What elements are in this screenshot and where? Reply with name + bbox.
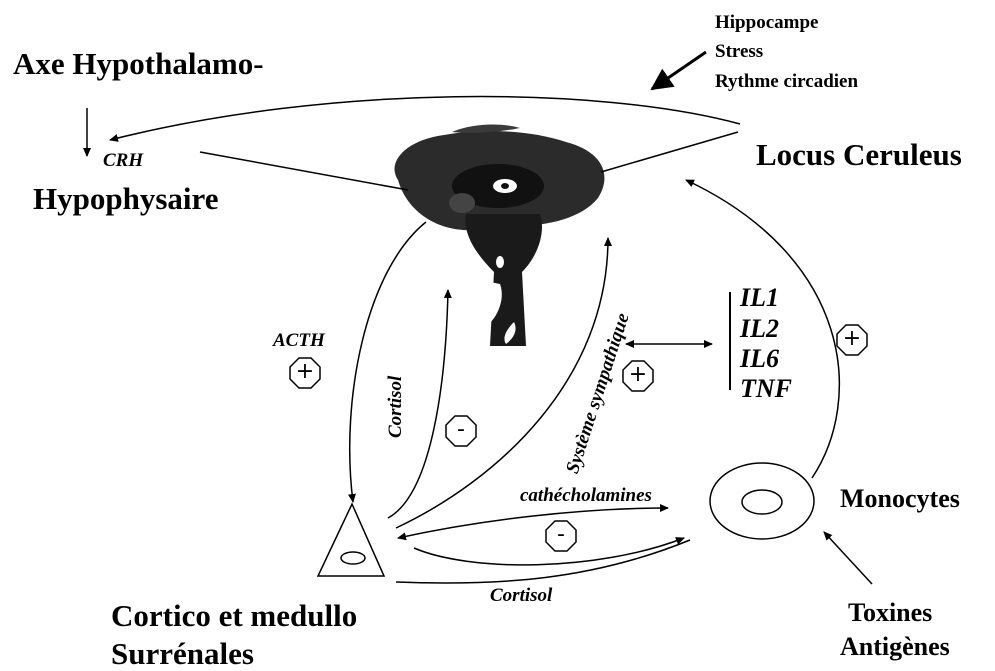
- modulator-rythme: Rythme circadien: [715, 72, 858, 91]
- cortisol-vertical-label: Cortisol: [386, 376, 405, 438]
- arrow-cortisol-bottom: [396, 540, 690, 583]
- modulator-hippocampe: Hippocampe: [715, 13, 818, 32]
- plus-sign-sympathique: +: [622, 360, 654, 392]
- acth-label: ACTH: [273, 331, 325, 350]
- surrenales-label-line1: Cortico et medullo: [111, 600, 357, 631]
- cytokine-il2: IL2: [740, 316, 779, 342]
- catecholamines-label: cathécholamines: [520, 486, 652, 505]
- cytokine-tnf: TNF: [740, 376, 792, 402]
- locus-ceruleus-label: Locus Ceruleus: [756, 139, 962, 170]
- plus-sign-acth: +: [289, 357, 321, 389]
- crh-label: CRH: [103, 151, 143, 170]
- line-brain-to-hypophysaire: [200, 152, 408, 190]
- modulator-stress: Stress: [715, 42, 763, 61]
- cortisol-bottom-label: Cortisol: [490, 586, 552, 605]
- big-arrow-modulators: [652, 52, 706, 89]
- cytokine-il6: IL6: [740, 346, 779, 372]
- plus-sign-monocytes: +: [836, 324, 868, 356]
- arrow-catecholamines: [398, 508, 668, 538]
- minus-sign-catecholamines: -: [545, 520, 577, 552]
- arc-locus-to-axe: [110, 97, 740, 140]
- minus-sign-cortisol: -: [445, 415, 477, 447]
- arrow-acth: [350, 222, 426, 502]
- surrenales-label-line2: Surrénales: [111, 638, 254, 669]
- line-brain-to-locus: [601, 132, 738, 172]
- hypophysaire-label: Hypophysaire: [33, 183, 218, 214]
- monocyte-cell: [710, 463, 814, 539]
- toxines-label: Toxines: [848, 600, 932, 626]
- cytokine-il1: IL1: [740, 285, 779, 311]
- monocytes-label: Monocytes: [840, 486, 960, 512]
- brain-illustration: [395, 125, 605, 346]
- axe-label: Axe Hypothalamo-: [13, 48, 264, 79]
- arrow-toxines: [824, 532, 872, 584]
- antigenes-label: Antigènes: [840, 634, 950, 660]
- surrenales-triangle: [318, 504, 384, 576]
